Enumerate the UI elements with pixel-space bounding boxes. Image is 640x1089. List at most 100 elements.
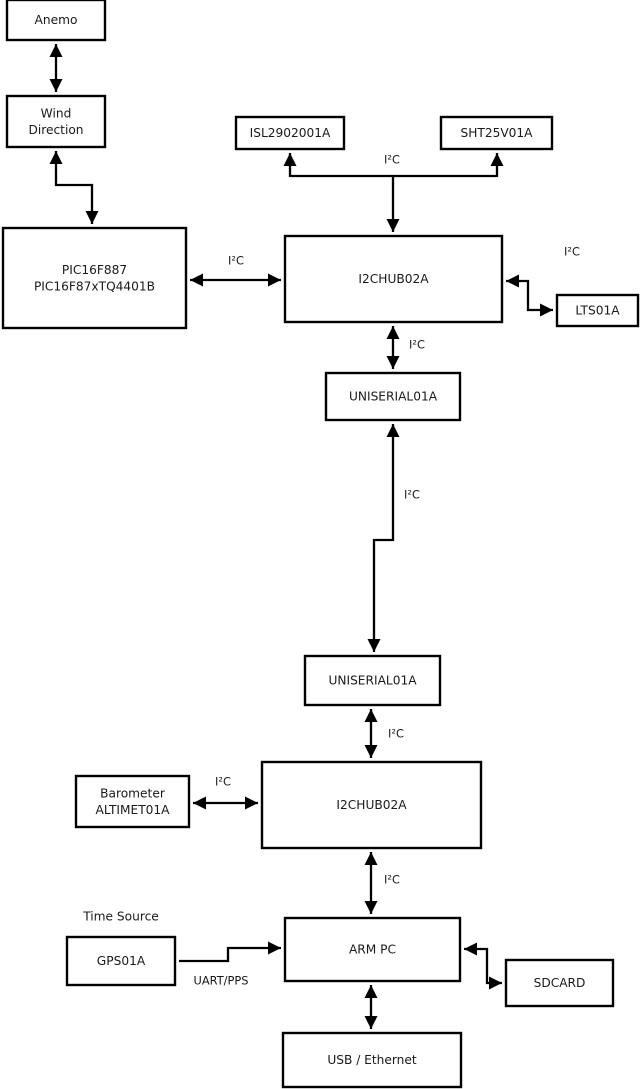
node-label: LTS01A	[575, 303, 620, 317]
edge-label-pic-hub: I²C	[228, 254, 244, 268]
node-label: SHT25V01A	[460, 126, 533, 140]
edge-path	[372, 424, 395, 652]
node-box[interactable]	[281, 1031, 463, 1089]
edge-path	[506, 279, 553, 312]
node-box[interactable]	[324, 371, 462, 422]
node-box[interactable]	[5, 0, 107, 42]
edge-label-gps-armpc: UART/PPS	[194, 974, 249, 988]
edge-gps-armpc: UART/PPS	[179, 941, 281, 988]
edge-pic-hub: I²C	[190, 254, 281, 287]
node-box[interactable]	[260, 760, 483, 850]
arrowhead-end	[364, 745, 378, 758]
node-box[interactable]	[283, 916, 462, 983]
node-label: SDCARD	[534, 976, 586, 990]
node-usb[interactable]: USB / Ethernet	[281, 1031, 463, 1089]
arrowhead-end	[367, 639, 381, 652]
arrowhead-start	[506, 274, 519, 288]
node-label: I2CHUB02A	[336, 798, 407, 812]
edge-hub-uniserial: I²C	[386, 326, 425, 369]
edge-wind-pic	[49, 151, 99, 224]
arrowhead-end	[245, 796, 258, 810]
node-label: Anemo	[35, 13, 78, 27]
node-box[interactable]	[74, 774, 191, 829]
arrowhead-start	[364, 709, 378, 722]
arrowhead-end	[268, 941, 281, 955]
arrowhead-end	[49, 79, 63, 92]
edge-path	[179, 946, 281, 963]
node-box[interactable]	[234, 115, 346, 151]
node-hub-top[interactable]: I2CHUB02A	[283, 234, 504, 324]
node-label: UNISERIAL01A	[328, 673, 417, 687]
node-box[interactable]	[65, 935, 177, 987]
arrowhead-start	[190, 273, 203, 287]
node-hub-bot[interactable]: I2CHUB02A	[260, 760, 483, 850]
edge-uniserial-hub: I²C	[364, 709, 404, 758]
node-armpc[interactable]: ARM PC	[283, 916, 462, 983]
node-label: ARM PC	[349, 942, 396, 956]
edge-uniserial-link: I²C	[367, 424, 420, 652]
node-gps[interactable]: GPS01A	[65, 935, 177, 987]
edge-label-hub-uniserial: I²C	[409, 338, 425, 352]
arrowhead-end	[283, 153, 297, 166]
node-box[interactable]	[555, 293, 640, 328]
arrowhead-end	[540, 303, 553, 317]
arrowhead-end	[489, 976, 502, 990]
edge-path	[54, 151, 94, 224]
arrowhead-end	[364, 1016, 378, 1029]
arrowhead-start	[49, 44, 63, 57]
edge-label-hub-sensors: I²C	[384, 153, 400, 167]
edge-label-barometer-hub: I²C	[215, 775, 231, 789]
arrowhead-start	[364, 985, 378, 998]
node-label: USB / Ethernet	[327, 1053, 417, 1067]
edge-armpc-sdcard	[464, 942, 502, 990]
node-label: I2CHUB02A	[358, 272, 429, 286]
edge-hub-sensors: I²C	[290, 153, 497, 178]
node-box[interactable]	[303, 654, 442, 707]
node-label: UNISERIAL01A	[349, 389, 438, 403]
node-label: ISL2902001A	[250, 126, 331, 140]
arrowhead-end	[85, 211, 99, 224]
node-box[interactable]	[283, 234, 504, 324]
arrowhead-start	[193, 796, 206, 810]
edge-hub-sht-up	[490, 153, 504, 177]
edge-armpc-usb	[364, 985, 378, 1029]
arrowhead-start	[464, 942, 477, 956]
edge-hub-armpc: I²C	[364, 852, 400, 914]
node-box[interactable]	[1, 226, 188, 330]
arrowhead-end	[364, 901, 378, 914]
arrowhead-start	[364, 852, 378, 865]
node-sdcard[interactable]: SDCARD	[504, 958, 615, 1008]
label-time-source: Time Source	[82, 910, 159, 924]
node-label: GPS01A	[97, 954, 146, 968]
edge-barometer-hub: I²C	[193, 775, 258, 810]
node-box[interactable]	[439, 115, 554, 151]
arrowhead-start	[49, 151, 63, 164]
arrowhead-end	[490, 153, 504, 166]
node-sht[interactable]: SHT25V01A	[439, 115, 554, 151]
edge-hub-bus-down	[386, 176, 400, 232]
arrowhead-start	[386, 424, 400, 437]
edge-label-hub-armpc: I²C	[384, 873, 400, 887]
arrowhead-start	[386, 326, 400, 339]
node-isl[interactable]: ISL2902001A	[234, 115, 346, 151]
node-anemo[interactable]: Anemo	[5, 0, 107, 42]
edge-label-hub-lts: I²C	[564, 245, 580, 259]
node-lts[interactable]: LTS01A	[555, 293, 640, 328]
edge-hub-isl-up	[283, 153, 297, 177]
node-box[interactable]	[5, 94, 107, 149]
edge-label-uniserial-link: I²C	[404, 488, 420, 502]
node-box[interactable]	[504, 958, 615, 1008]
node-uniserial-top[interactable]: UNISERIAL01A	[324, 371, 462, 422]
arrowhead-end	[268, 273, 281, 287]
edge-anemo-wind	[49, 44, 63, 92]
node-uniserial-bot[interactable]: UNISERIAL01A	[303, 654, 442, 707]
arrowhead-end	[386, 356, 400, 369]
